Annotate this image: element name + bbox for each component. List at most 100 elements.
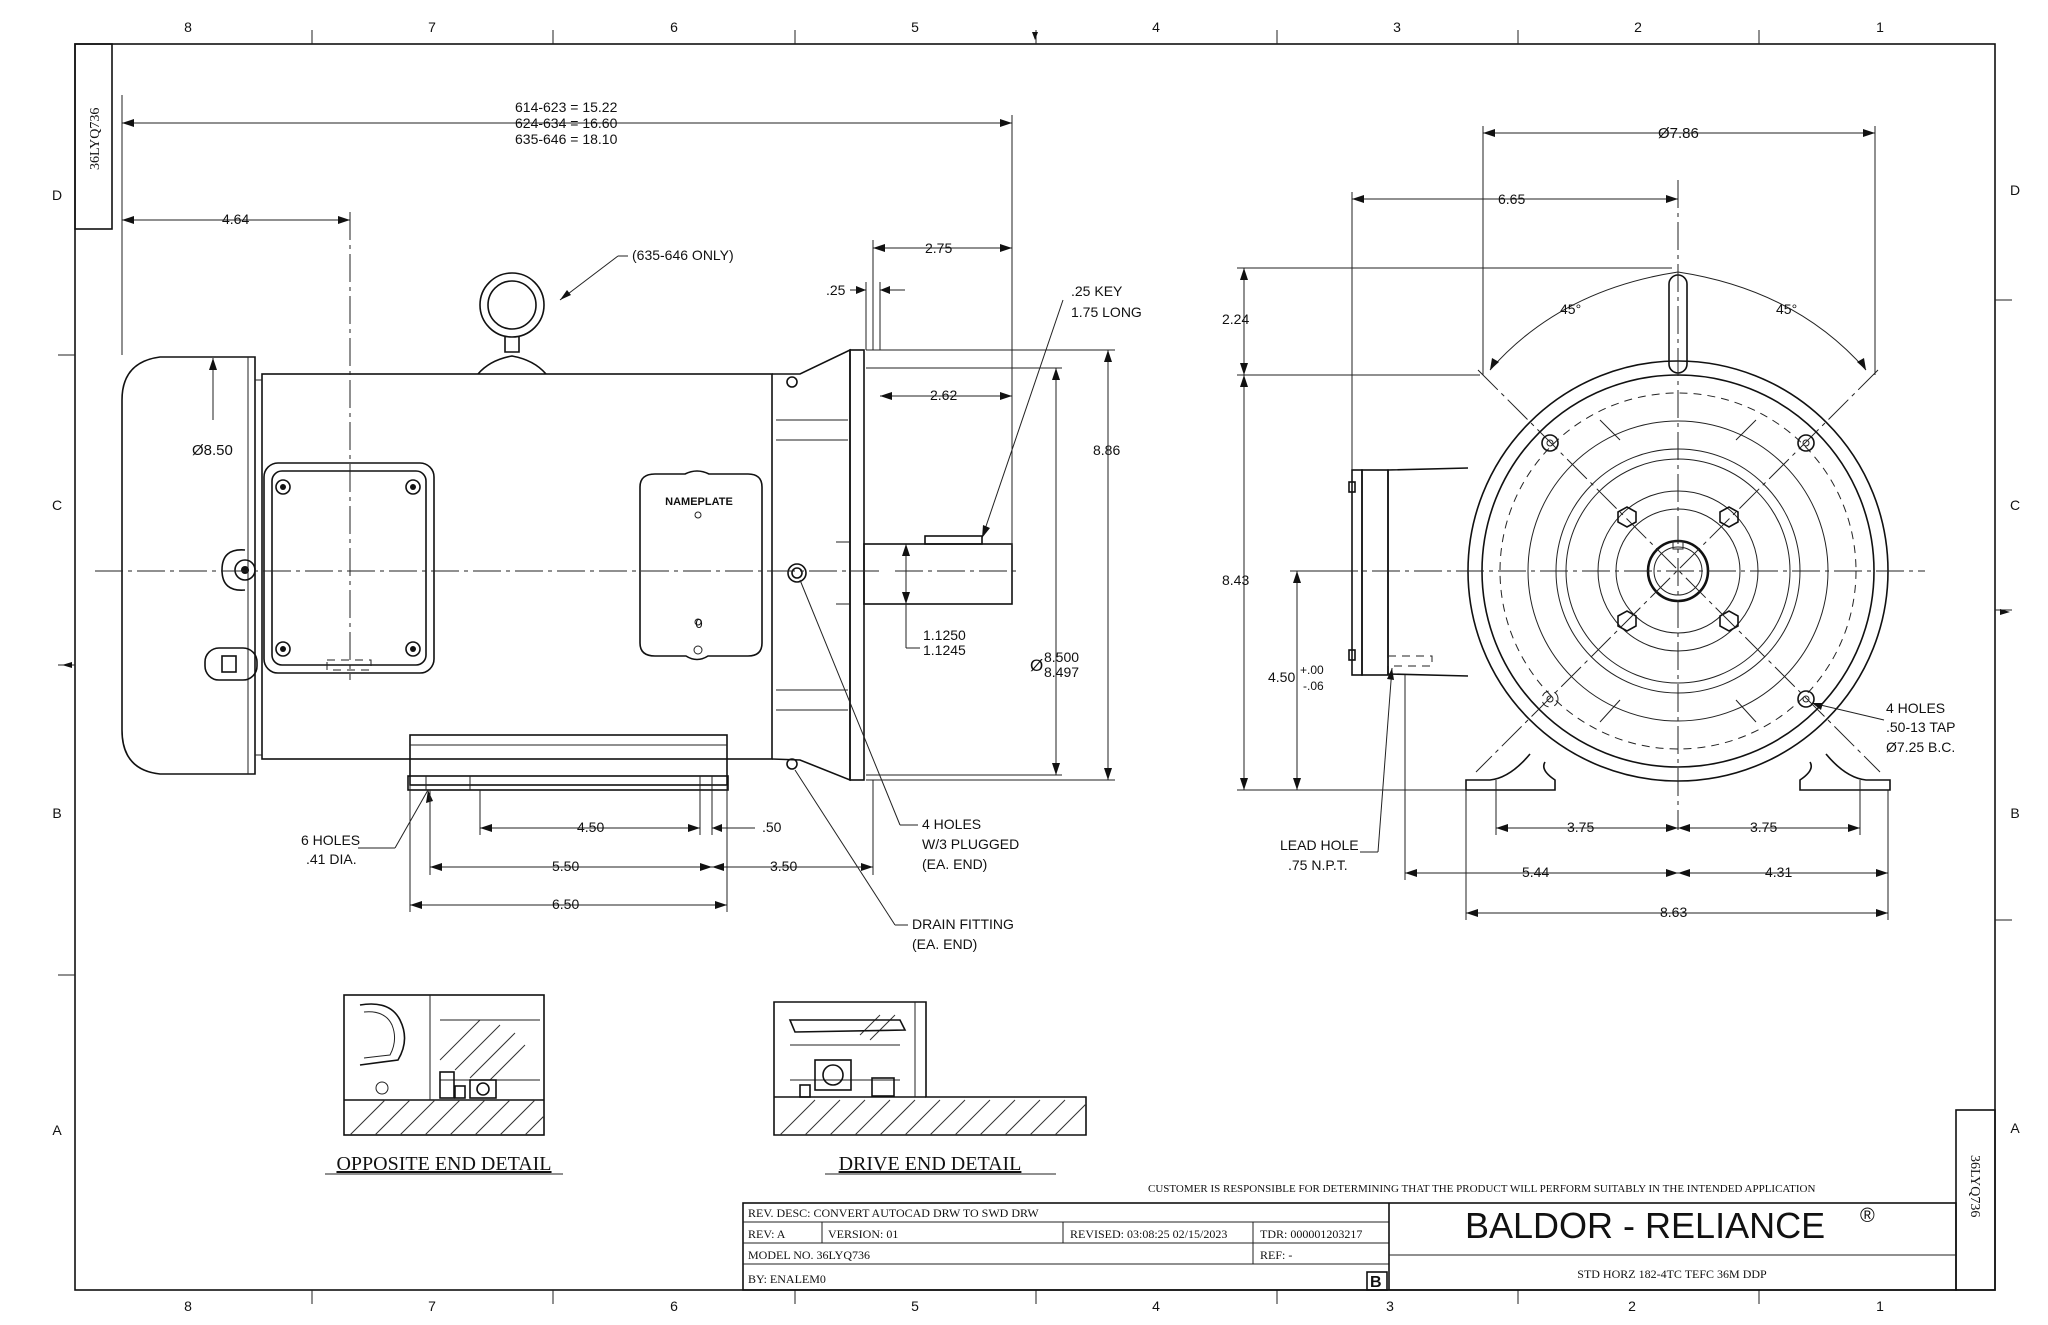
zone-right-A: A <box>2010 1120 2020 1136</box>
dim-4-64: 4.64 <box>222 211 249 227</box>
dia-7-86: Ø7.86 <box>1658 125 1699 142</box>
shaft-height-tol-minus: -.06 <box>1303 679 1324 693</box>
revision: REV: A <box>748 1227 786 1241</box>
zone-left-A: A <box>52 1122 62 1138</box>
zone-left-B: B <box>52 805 61 821</box>
tap-holes-1: 4 HOLES <box>1886 700 1945 716</box>
mounting-base <box>407 734 729 791</box>
rev-description: REV. DESC: CONVERT AUTOCAD DRW TO SWD DR… <box>748 1206 1039 1220</box>
plug-holes-3: (EA. END) <box>922 856 987 872</box>
drawing-description: STD HORZ 182-4TC TEFC 36M DDP <box>1577 1267 1767 1281</box>
disclaimer: CUSTOMER IS RESPONSIBLE FOR DETERMINING … <box>1148 1183 1815 1195</box>
drawn-by: BY: ENALEM0 <box>748 1272 826 1286</box>
shaft-dia-max: 1.1250 <box>923 627 966 643</box>
zone-top-5: 5 <box>911 19 919 35</box>
company-name: BALDOR - RELIANCE <box>1465 1205 1825 1246</box>
fan-cover <box>121 356 256 775</box>
key-note-1: .25 KEY <box>1071 283 1123 299</box>
dim-3-75-right: 3.75 <box>1750 819 1777 835</box>
dim-6-50: 6.50 <box>552 896 579 912</box>
zone-labels: 8 7 6 5 4 3 2 1 8 7 6 5 4 3 2 1 D C B A … <box>52 19 2020 1314</box>
zone-right-C: C <box>2010 497 2020 513</box>
eyebolt-note: (635-646 ONLY) <box>632 247 734 263</box>
plug-holes-2: W/3 PLUGGED <box>922 836 1019 852</box>
zone-bottom-1: 1 <box>1876 1298 1884 1314</box>
shaft <box>863 535 1013 605</box>
zone-top-3: 3 <box>1393 19 1401 35</box>
dim-0-50: .50 <box>762 819 782 835</box>
shaft-height: 4.50 <box>1268 669 1295 685</box>
tapped-holes <box>1541 434 1815 708</box>
dim-4-50: 4.50 <box>577 819 604 835</box>
side-view: NAMEPLATE 0 <box>95 212 1020 791</box>
zone-top-7: 7 <box>428 19 436 35</box>
pilot-dia-min: 8.497 <box>1044 664 1079 680</box>
dim-6-65: 6.65 <box>1498 191 1525 207</box>
corner-model-id-bottom: 36LYQ736 <box>1967 1155 1982 1217</box>
nameplate-zero: 0 <box>695 616 702 631</box>
revised-date: REVISED: 03:08:25 02/15/2023 <box>1070 1227 1227 1241</box>
end-view-dimensions: Ø7.86 6.65 45° 45° 2.24 8.43 4.50 +.00 -… <box>1222 125 1956 920</box>
registered-mark: ® <box>1860 1205 1875 1227</box>
zone-top-8: 8 <box>184 19 192 35</box>
shaft-height-tol-plus: +.00 <box>1300 663 1324 677</box>
title-block: CUSTOMER IS RESPONSIBLE FOR DETERMINING … <box>742 1183 1957 1291</box>
angle-left: 45° <box>1560 301 1581 317</box>
dim-3-75-left: 3.75 <box>1567 819 1594 835</box>
zone-bottom-4: 4 <box>1152 1298 1160 1314</box>
zone-top-1: 1 <box>1876 19 1884 35</box>
zone-bottom-3: 3 <box>1386 1298 1394 1314</box>
drain-1: DRAIN FITTING <box>912 916 1014 932</box>
overall-length-1: 614-623 = 15.22 <box>515 99 618 115</box>
feet-holes-2: .41 DIA. <box>306 851 357 867</box>
reference: REF: - <box>1260 1248 1292 1262</box>
lifting-eyebolt <box>477 272 547 375</box>
zone-left-D: D <box>52 187 62 203</box>
zone-bottom-5: 5 <box>911 1298 919 1314</box>
conduit-box-end-view <box>1387 467 1469 677</box>
zone-top-6: 6 <box>670 19 678 35</box>
corner-model-id-top: 36LYQ736 <box>88 108 103 170</box>
zone-bottom-2: 2 <box>1628 1298 1636 1314</box>
dim-5-50: 5.50 <box>552 858 579 874</box>
end-view <box>1330 180 1925 830</box>
pilot-dia-symbol: Ø <box>1030 656 1043 675</box>
drive-end-bracket <box>771 348 865 782</box>
ground-lug <box>204 549 258 681</box>
tdr-number: TDR: 000001203217 <box>1260 1227 1362 1241</box>
dim-8-86: 8.86 <box>1093 442 1120 458</box>
nameplate: NAMEPLATE 0 <box>639 470 763 661</box>
opposite-end-detail: OPPOSITE END DETAIL <box>325 994 563 1175</box>
zone-top-2: 2 <box>1634 19 1642 35</box>
dim-3-50: 3.50 <box>770 858 797 874</box>
zone-bottom-8: 8 <box>184 1298 192 1314</box>
dim-0-25: .25 <box>826 282 846 298</box>
pilot-dia-max: 8.500 <box>1044 649 1079 665</box>
zone-left-C: C <box>52 497 62 513</box>
conduit-box <box>263 462 435 674</box>
zone-right-B: B <box>2010 805 2019 821</box>
sheet-size: B <box>1370 1274 1382 1291</box>
dim-8-63: 8.63 <box>1660 904 1687 920</box>
angle-right: 45° <box>1776 301 1797 317</box>
lead-hole-1: LEAD HOLE <box>1280 837 1359 853</box>
dim-2-62: 2.62 <box>930 387 957 403</box>
drive-end-detail: DRIVE END DETAIL <box>773 1001 1087 1175</box>
bracket-bolts <box>1617 506 1739 632</box>
zone-bottom-6: 6 <box>670 1298 678 1314</box>
opposite-end-detail-title: OPPOSITE END DETAIL <box>336 1153 551 1175</box>
overall-length-3: 635-646 = 18.10 <box>515 131 618 147</box>
feet-holes-1: 6 HOLES <box>301 832 360 848</box>
dim-5-44: 5.44 <box>1522 864 1549 880</box>
model-number: MODEL NO. 36LYQ736 <box>748 1248 870 1262</box>
dim-2-75: 2.75 <box>925 240 952 256</box>
tap-holes-3: Ø7.25 B.C. <box>1886 739 1955 755</box>
overall-length-2: 624-634 = 16.60 <box>515 115 618 131</box>
zone-top-4: 4 <box>1152 19 1160 35</box>
dim-8-43: 8.43 <box>1222 572 1249 588</box>
version: VERSION: 01 <box>828 1227 898 1241</box>
shaft-dia-min: 1.1245 <box>923 642 966 658</box>
plug-holes-1: 4 HOLES <box>922 816 981 832</box>
dim-4-31: 4.31 <box>1765 864 1792 880</box>
